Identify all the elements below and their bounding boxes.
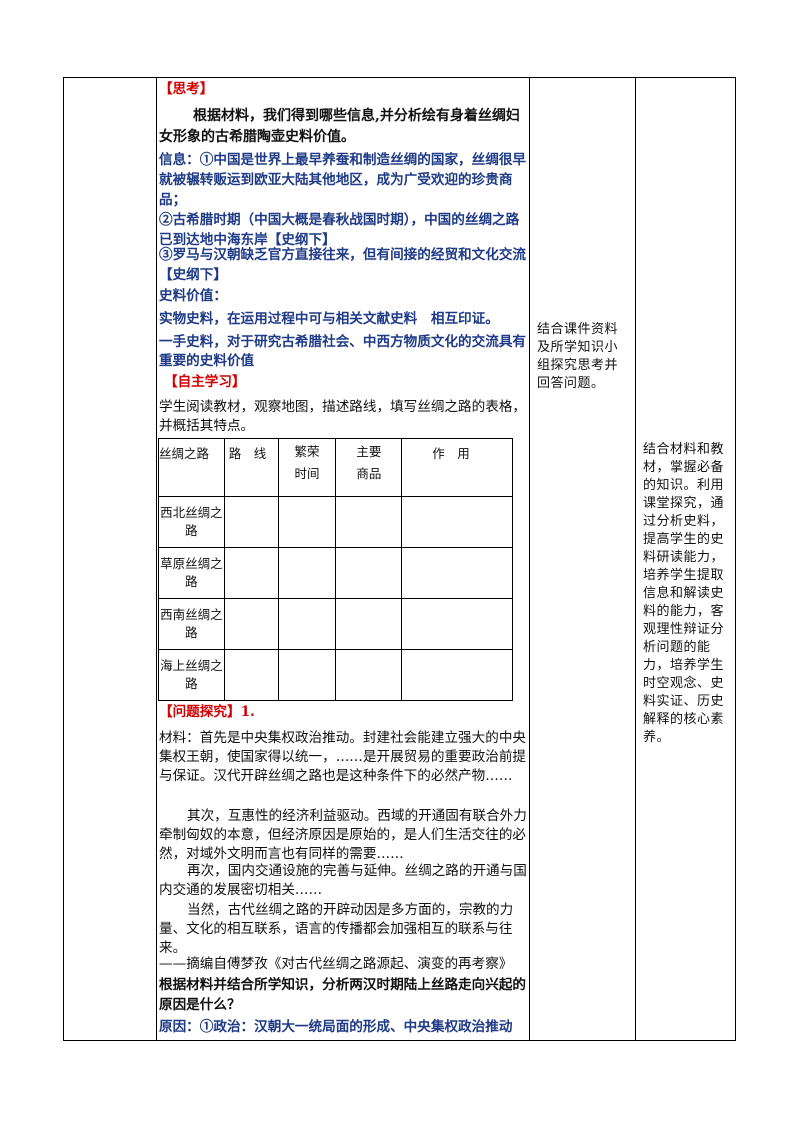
thinking-question: 根据材料，我们得到哪些信息,并分析绘有身着丝绸妇女形象的古希腊陶壶史料价值。 [159, 108, 520, 145]
row-label-maritime: 海上丝绸之路 [158, 649, 225, 701]
header-route: 路 线 [223, 438, 279, 497]
cell-input[interactable] [335, 598, 403, 650]
cell-input[interactable] [401, 496, 513, 548]
cell-input[interactable] [223, 547, 279, 599]
section-header-self-study: 【自主学习】 [164, 374, 246, 390]
material-source: ——摘编自傅梦孜《对古代丝绸之路源起、演变的再考察》 [159, 956, 513, 972]
cell-input[interactable] [223, 649, 279, 701]
info-point-3: ③罗马与汉朝缺乏官方直接往来，但有间接的经贸和文化交流【史纲下】 [159, 247, 527, 283]
inquiry-answer: 原因：①政治：汉朝大一统局面的形成、中央集权政治推动 [159, 1019, 513, 1035]
cell-input[interactable] [401, 547, 513, 599]
material-para-4: 当然，古代丝绸之路的开辟动因是多方面的，宗教的力量、文化的相互联系，语言的传播都… [159, 902, 514, 956]
value-point-1: 实物史料，在运用过程中可与相关文献史料 相互印证。 [159, 311, 499, 327]
column-divider-3 [635, 77, 636, 1041]
cell-input[interactable] [335, 547, 403, 599]
info-point-1: 信息：①中国是世界上最早养蚕和制造丝绸的国家，丝绸很早就被辗转贩运到欧亚大陆其他… [159, 152, 527, 208]
material-para-1: 材料：首先是中央集权政治推动。封建社会能建立强大的中央集权王朝，使国家得以统一，… [159, 730, 527, 784]
row-label-northwest: 西北丝绸之路 [158, 496, 225, 548]
cell-input[interactable] [277, 649, 337, 701]
inquiry-question: 根据材料并结合所学知识，分析两汉时期陆上丝路走向兴起的原因是什么？ [159, 977, 527, 1013]
section-header-thinking: 【思考】 [159, 81, 214, 97]
column-divider-2 [529, 77, 530, 1041]
cell-input[interactable] [277, 598, 337, 650]
value-point-2: 一手史料，对于研究古希腊社会、中西方物质文化的交流具有重要的史料价值 [159, 334, 527, 369]
material-para-3: 再次，国内交通设施的完善与延伸。丝绸之路的开通与国内交通的发展密切相关…… [159, 863, 527, 898]
header-prosperity-time: 繁荣时间 [277, 438, 337, 497]
cell-input[interactable] [277, 496, 337, 548]
row-label-grassland: 草原丝绸之路 [158, 547, 225, 599]
cell-input[interactable] [277, 547, 337, 599]
student-activity: 结合课件资料及所学知识小组探究思考并回答问题。 [537, 322, 619, 391]
cell-input[interactable] [401, 649, 513, 701]
section-header-inquiry: 【问题探究】1. [159, 704, 255, 720]
header-effect: 作 用 [401, 438, 513, 497]
cell-input[interactable] [335, 496, 403, 548]
header-main-goods: 主要商品 [335, 438, 403, 497]
self-study-intro: 学生阅读教材，观察地图，描述路线，填写丝绸之路的表格，并概括其特点。 [159, 399, 527, 434]
cell-input[interactable] [335, 649, 403, 701]
value-title: 史料价值： [159, 288, 227, 304]
design-intent: 结合材料和教材，掌握必备的知识。利用课堂探究，通过分析史料，提高学生的史料研读能… [643, 442, 725, 745]
header-silk-road: 丝绸之路 [158, 438, 225, 497]
row-label-southwest: 西南丝绸之路 [158, 598, 225, 650]
cell-input[interactable] [223, 496, 279, 548]
silk-road-table: 丝绸之路 路 线 繁荣时间 主要商品 作 用 西北丝绸之路 草原丝绸之路 西南丝… [158, 438, 513, 701]
info-point-2: ②古希腊时期（中国大概是春秋战国时期），中国的丝绸之路已到达地中海东岸【史纲下】 [159, 212, 520, 248]
column-divider-1 [156, 77, 157, 1041]
material-para-2: 其次，互惠性的经济利益驱动。西域的开通固有联合外力牵制匈奴的本意，但经济原因是原… [159, 808, 527, 862]
page-table-frame [63, 77, 736, 1041]
cell-input[interactable] [401, 598, 513, 650]
cell-input[interactable] [223, 598, 279, 650]
